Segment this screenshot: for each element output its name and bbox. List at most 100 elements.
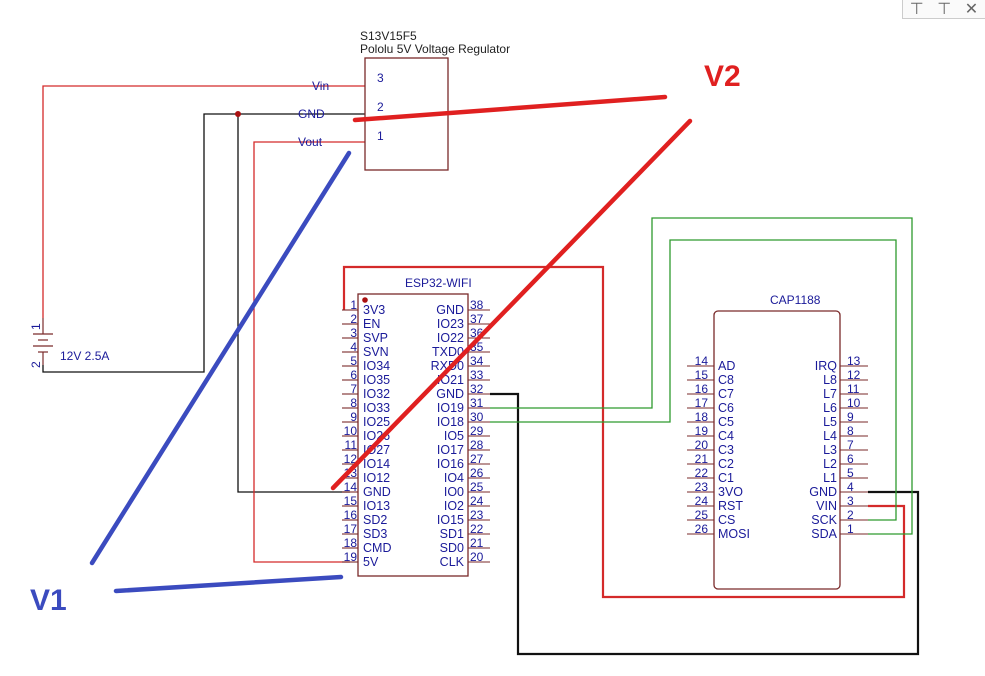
pin-name: SVP [363, 331, 388, 345]
pin-name: GND [436, 303, 464, 317]
wire-gnd-esp32 [237, 114, 350, 493]
pin-number: 4 [847, 480, 854, 494]
pin-number: 6 [350, 368, 357, 382]
annotation-blue-line [89, 150, 352, 566]
wire-io18-sck [490, 239, 897, 521]
pin-name: IO19 [437, 401, 464, 415]
pin-name: C3 [718, 443, 734, 457]
pin-number: 27 [470, 452, 484, 466]
pin-name: C5 [718, 415, 734, 429]
regulator-pin-num: 1 [377, 129, 384, 143]
pin-name: IO34 [363, 359, 390, 373]
pin-number: 23 [470, 508, 484, 522]
pin-name: 3V3 [363, 303, 385, 317]
annotation-red-line [352, 94, 668, 123]
pin-number: 1 [847, 522, 854, 536]
pin-name: EN [363, 317, 380, 331]
pin-number: 9 [350, 410, 357, 424]
pin-name: C7 [718, 387, 734, 401]
pin-number: 16 [344, 508, 358, 522]
pin-name: IO17 [437, 443, 464, 457]
pin-number: 20 [470, 550, 484, 564]
pin1-marker [362, 297, 368, 303]
voltage-regulator[interactable]: S13V15F5 Pololu 5V Voltage Regulator Vin… [298, 29, 510, 171]
pin-name: VIN [816, 499, 837, 513]
battery[interactable]: 1 2 12V 2.5A [29, 318, 109, 368]
pin-number: 5 [350, 354, 357, 368]
pin-number: 5 [847, 466, 854, 480]
pin-number: 3 [350, 326, 357, 340]
pin-icon[interactable]: ⊤ [937, 1, 952, 18]
pin-name: L8 [823, 373, 837, 387]
pin-number: 33 [470, 368, 484, 382]
pin-name: IO32 [363, 387, 390, 401]
pin-name: CMD [363, 541, 391, 555]
esp32-body [357, 293, 469, 577]
pin-number: 25 [470, 480, 484, 494]
pin-name: IRQ [815, 359, 838, 373]
regulator-pin-label: Vin [312, 79, 329, 93]
pin-name: SD1 [440, 527, 464, 541]
pin-number: 17 [344, 522, 358, 536]
pin-number: 10 [847, 396, 861, 410]
pin-name: L2 [823, 457, 837, 471]
pin-icon[interactable]: ⊤ [909, 1, 924, 18]
pin-name: IO27 [363, 443, 390, 457]
regulator-pin-num: 2 [377, 100, 384, 114]
pin-name: IO14 [363, 457, 390, 471]
cap1188-title: CAP1188 [770, 293, 821, 307]
pin-name: IO4 [444, 471, 464, 485]
pin-name: SDA [811, 527, 837, 541]
pin-name: IO2 [444, 499, 464, 513]
pin-name: L3 [823, 443, 837, 457]
wire-gnd-battery [42, 113, 365, 373]
pin-number: 21 [695, 452, 709, 466]
pin-name: L1 [823, 471, 837, 485]
pin-name: L4 [823, 429, 837, 443]
pin-number: 18 [344, 536, 358, 550]
annotations: V2 V1 [30, 60, 741, 617]
annotation-blue-line [113, 574, 344, 594]
regulator-pin-label: Vout [298, 135, 323, 149]
pin-number: 24 [470, 494, 484, 508]
pin-number: 34 [470, 354, 484, 368]
pin-number: 11 [345, 438, 358, 452]
pin-number: 15 [344, 494, 358, 508]
pin-name: GND [363, 485, 391, 499]
pin-name: RST [718, 499, 743, 513]
pin-name: L7 [823, 387, 837, 401]
view-toolbar: ⊤ ⊤ ✕ [902, 0, 985, 19]
pin-number: 9 [847, 410, 854, 424]
esp32-title: ESP32-WIFI [405, 276, 472, 290]
pin-number: 8 [847, 424, 854, 438]
regulator-pin-num: 3 [377, 71, 384, 85]
pin-number: 14 [695, 354, 709, 368]
pin-name: IO0 [444, 485, 464, 499]
pin-number: 19 [344, 550, 358, 564]
pin-number: 31 [470, 396, 484, 410]
regulator-name: Pololu 5V Voltage Regulator [360, 42, 510, 56]
pin-number: 19 [695, 424, 709, 438]
pin-number: 15 [695, 368, 709, 382]
pin-number: 2 [350, 312, 357, 326]
close-icon[interactable]: ✕ [964, 1, 979, 18]
pin-number: 18 [695, 410, 709, 424]
pin-name: IO23 [437, 317, 464, 331]
wires [42, 85, 920, 656]
pin-number: 21 [470, 536, 484, 550]
wire-io19-sda [490, 217, 913, 535]
pin-number: 10 [344, 424, 358, 438]
pin-number: 24 [695, 494, 709, 508]
pin-number: 8 [350, 396, 357, 410]
pin-number: 11 [847, 382, 860, 396]
pin-name: IO22 [437, 331, 464, 345]
pin-name: SD0 [440, 541, 464, 555]
pin-name: 5V [363, 555, 379, 569]
cap1188-right-pins: 13IRQ12L811L710L69L58L47L36L25L14GND3VIN… [809, 354, 868, 541]
pin-name: GND [809, 485, 837, 499]
